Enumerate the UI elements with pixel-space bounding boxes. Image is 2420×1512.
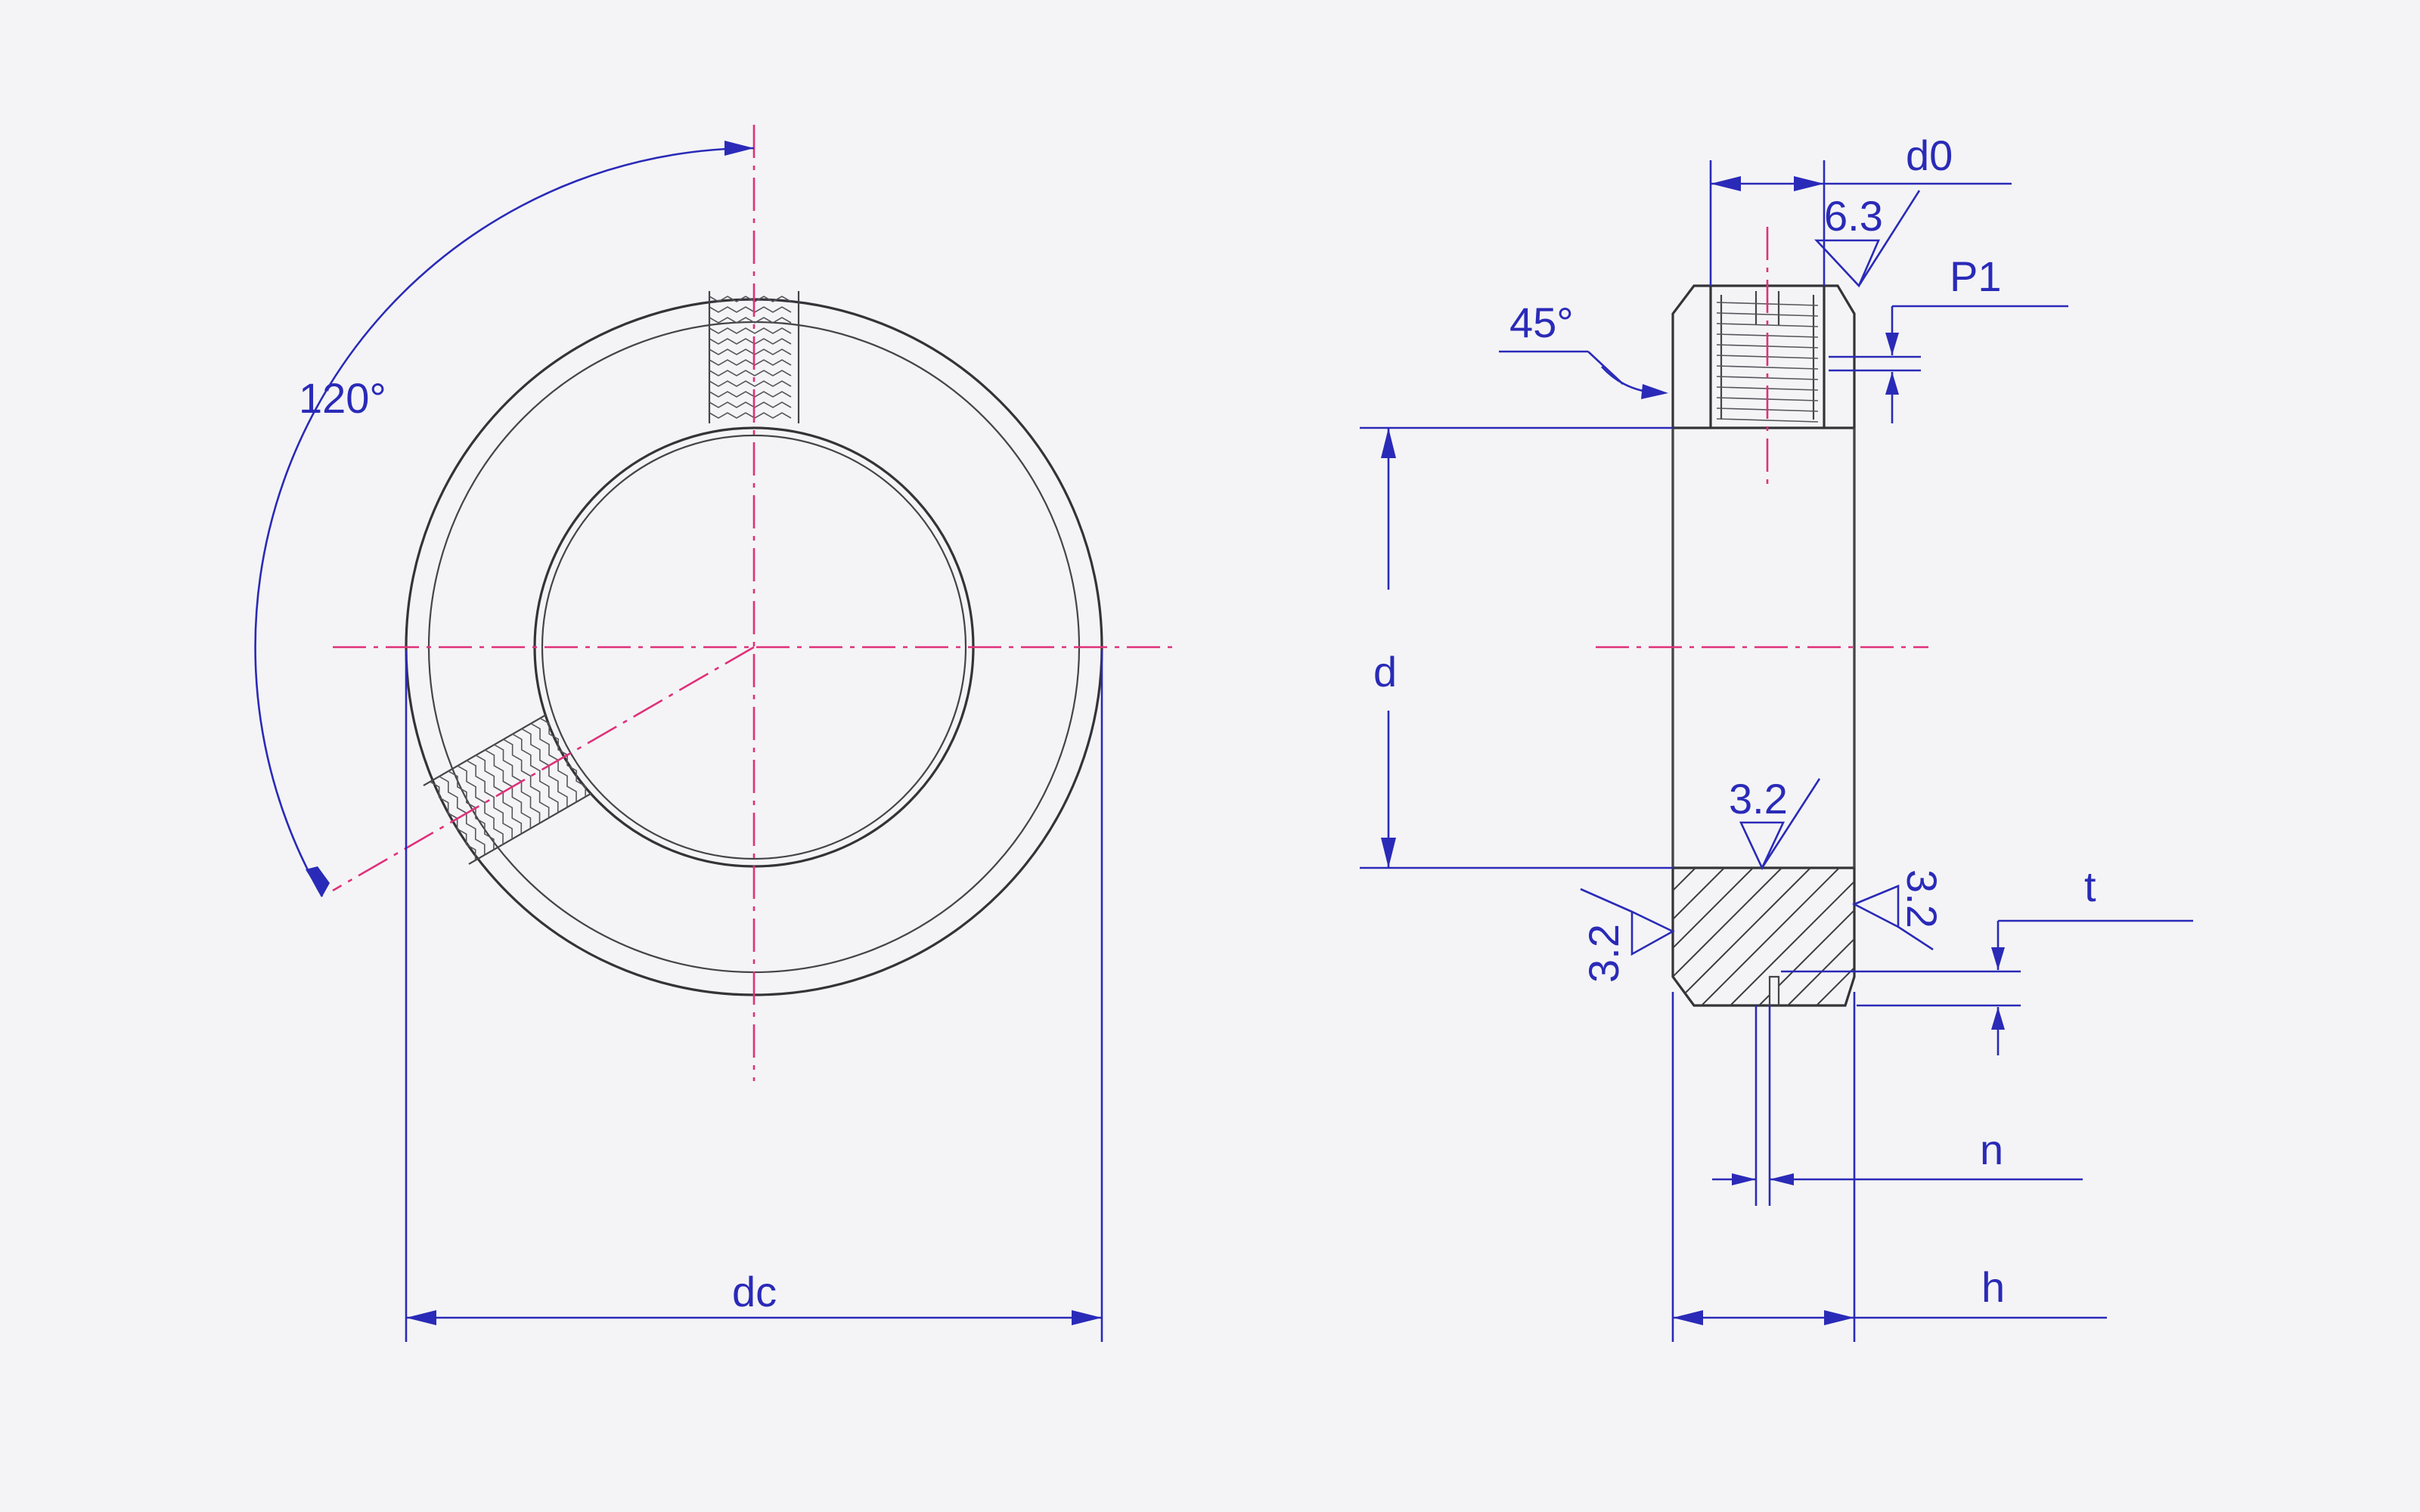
roughness-top-label: 6.3 (1824, 192, 1883, 240)
dc-label: dc (732, 1268, 777, 1315)
collar-outline (1671, 284, 1856, 1007)
p1-label: P1 (1950, 253, 2002, 300)
roughness-symbol-right (1851, 885, 1934, 951)
t-label: t (2084, 863, 2096, 910)
section-hatch (1673, 868, 1854, 1005)
roughness-left-label: 3.2 (1580, 924, 1627, 983)
roughness-symbol-left (1580, 888, 1675, 956)
top-thread-hole (708, 291, 800, 423)
side-view: d0 6.3 45° P1 d 3.2 3.2 3 (1360, 132, 2193, 1342)
bore-edge-circle (541, 434, 967, 860)
roughness-right-label: 3.2 (1898, 869, 1946, 928)
roughness-symbol-bore (1739, 778, 1821, 871)
h-label: h (1981, 1263, 2005, 1311)
front-centerline-angled (332, 646, 755, 892)
angle-dimension-arc (254, 147, 755, 897)
d-label: d (1373, 648, 1397, 696)
d0-label: d0 (1906, 132, 1953, 179)
n-label: n (1980, 1126, 2003, 1173)
roughness-symbol-top (1814, 190, 1921, 288)
roughness-bore-label: 3.2 (1729, 775, 1788, 823)
chamfer-label: 45° (1509, 299, 1574, 346)
front-view: 120° dc (254, 125, 1180, 1342)
angle-label: 120° (299, 374, 386, 422)
groove (1768, 975, 1780, 1005)
